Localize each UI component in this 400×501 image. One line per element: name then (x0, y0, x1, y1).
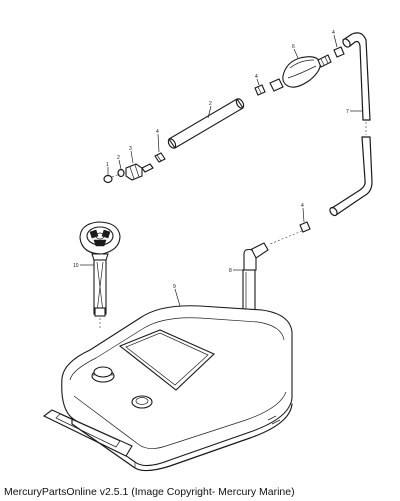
part-4-clamp-upper-right (333, 46, 345, 58)
callout-7: 7 (346, 109, 349, 115)
callout-8: 8 (229, 268, 232, 274)
part-4-clamp-middle (254, 84, 266, 96)
callout-4-left: 4 (156, 129, 159, 135)
part-7-bent-hose (329, 32, 373, 217)
callout-3: 3 (129, 146, 132, 152)
callout-1: 1 (106, 162, 109, 168)
part-9-fuel-tank (42, 305, 293, 472)
callout-4-middle: 4 (255, 74, 258, 80)
part-2-o-ring (117, 168, 125, 178)
part-5-adapter (269, 78, 284, 92)
part-6-primer-bulb (282, 54, 332, 88)
part-10-fuel-gauge (79, 221, 121, 330)
part-4-clamp-lower-right (269, 221, 311, 245)
callout-labels: 1 2 3 4 2 4 4 5 4 6 7 8 9 10 (73, 30, 362, 307)
part-4-clamp-left (154, 152, 166, 163)
callout-4-upper-right: 4 (332, 30, 335, 36)
callout-9: 9 (173, 284, 176, 290)
copyright-footer: MercuryPartsOnline v2.5.1 (Image Copyrig… (4, 486, 295, 498)
callout-10: 10 (73, 263, 79, 269)
callout-4-lower-right: 4 (301, 203, 304, 209)
callout-2-hose: 2 (209, 101, 212, 107)
part-8-pickup-elbow (242, 242, 269, 328)
part-3-connector (125, 163, 154, 181)
part-2-fuel-hose (167, 98, 245, 149)
callout-6: 6 (292, 44, 295, 50)
part-1-clip (103, 173, 121, 184)
callout-2-small: 2 (117, 155, 120, 161)
